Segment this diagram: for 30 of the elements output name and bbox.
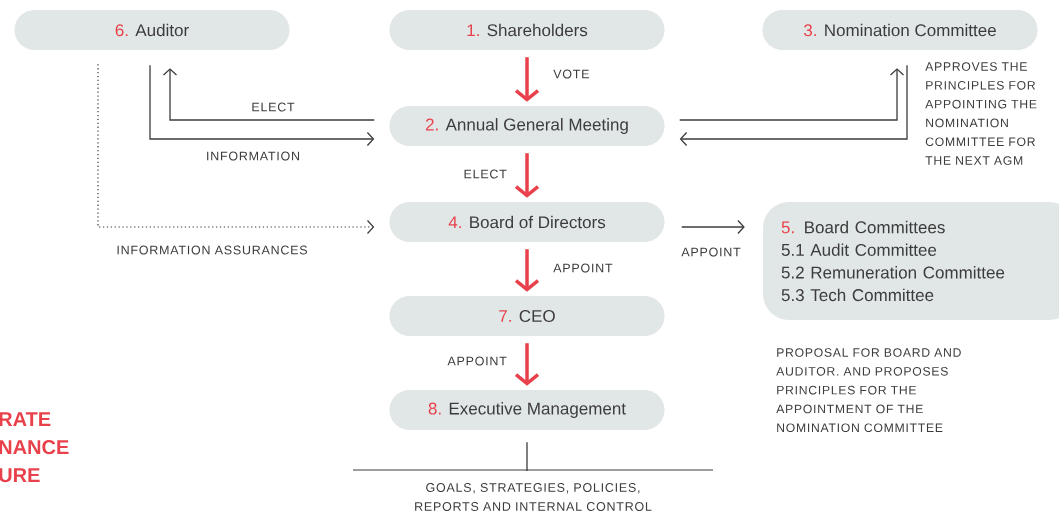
arrow xyxy=(97,63,375,235)
arrow xyxy=(679,68,905,121)
caption-text: GOALS, STRATEGIES, POLICIES, REPORTS AND INTERNAL CONTROL xyxy=(415,483,652,511)
edge-label: INFORMATION xyxy=(207,151,299,161)
edge-label: APPOINT xyxy=(681,247,741,257)
note-text: APPROVES THE PRINCIPLES FOR APPOINTING THE NOMINATION COMMITTEE FOR THE NEXT AGM xyxy=(925,62,1037,165)
edge-label: APPOINT xyxy=(553,263,613,273)
title-text: RATE NANCE URE xyxy=(0,412,69,483)
edge-label: VOTE xyxy=(553,69,589,79)
rounded-box: 4. Board of Directors xyxy=(389,202,665,242)
edge-label: APPOINT xyxy=(447,356,507,366)
arrow xyxy=(514,343,540,386)
arrow xyxy=(681,219,745,235)
rounded-box: 6. Auditor xyxy=(14,10,290,50)
rounded-box: 8. Executive Management xyxy=(389,390,665,430)
edge-label: ELECT xyxy=(252,102,295,112)
rounded-box: 2. Annual General Meeting xyxy=(389,106,665,146)
rounded-box: 1. Shareholders xyxy=(389,10,665,50)
arrow xyxy=(679,64,908,147)
arrow xyxy=(514,57,540,102)
rounded-box: 3. Nomination Committee xyxy=(762,10,1038,50)
arrow xyxy=(149,64,375,147)
rounded-box: 7. CEO xyxy=(389,296,665,336)
note-text: PROPOSAL FOR BOARD AND AUDITOR. AND PROPOSES PRINCIPLES FOR THE APPOINTMENT OF THE NOMINATION COMMITTEE xyxy=(776,348,961,433)
arrow xyxy=(514,153,540,198)
edge-label: INFORMATION ASSURANCES xyxy=(117,245,307,255)
edge-label: ELECT xyxy=(464,169,507,179)
arrow xyxy=(514,249,540,292)
rounded-box: 5. Board Committees 5.1 Audit Committee 5.2 Remuneration Committee 5.3 Tech Committee xyxy=(763,202,1059,320)
arrow xyxy=(162,68,375,121)
